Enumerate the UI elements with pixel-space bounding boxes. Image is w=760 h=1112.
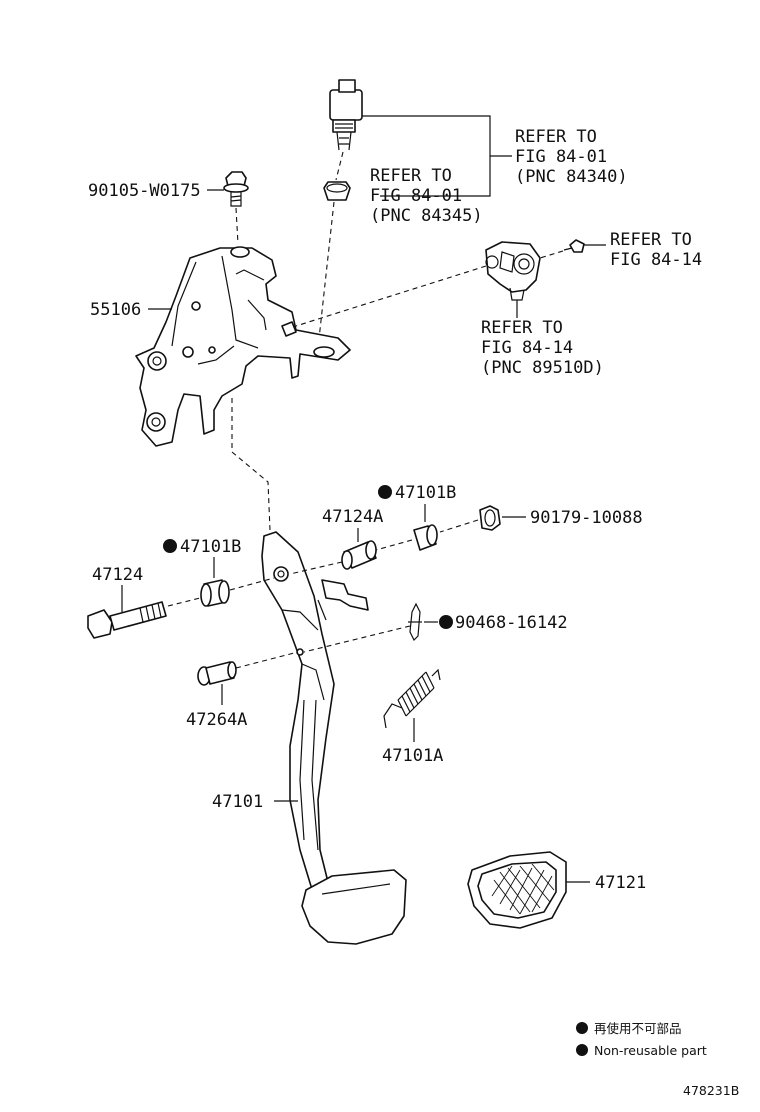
- label-47264A: 47264A: [186, 710, 247, 730]
- label-47101A: 47101A: [382, 746, 443, 766]
- non-reusable-marker: [439, 615, 453, 629]
- brake-pedal-arm: [261, 531, 369, 897]
- non-reusable-marker: [163, 539, 177, 553]
- return-spring: [383, 668, 441, 729]
- collar-47124A: [341, 540, 377, 570]
- retaining-clip: [408, 602, 422, 642]
- legend-marker-jp: [576, 1022, 588, 1034]
- label-90468-16142: 90468-16142: [455, 613, 568, 633]
- legend-marker-en: [576, 1044, 588, 1056]
- stop-lamp-switch: [329, 79, 363, 151]
- refer-8434001-line2: FIG 84-01: [515, 147, 607, 167]
- refer-8414a-line1: REFER TO: [610, 230, 692, 250]
- pedal-pad: [301, 869, 407, 945]
- refer-8434501-line3: (PNC 84345): [370, 206, 483, 226]
- label-47101B-top: 47101B: [395, 483, 456, 503]
- clevis-pin: [197, 661, 237, 686]
- label-47101B-left: 47101B: [180, 537, 241, 557]
- refer-8434001-line3: (PNC 84340): [515, 167, 628, 187]
- label-90179-10088: 90179-10088: [530, 508, 643, 528]
- refer-8414a-line2: FIG 84-14: [610, 250, 702, 270]
- bushing-47101B-top: [413, 524, 438, 551]
- label-90105-W0175: 90105-W0175: [88, 181, 201, 201]
- refer-8414b-line2: FIG 84-14: [481, 338, 573, 358]
- switch-nut: [323, 181, 351, 201]
- legend-jp: 再使用不可部品: [594, 1021, 682, 1036]
- label-47121: 47121: [595, 873, 646, 893]
- label-47101: 47101: [212, 792, 263, 812]
- nut-90179: [479, 505, 501, 531]
- refer-8434501-line2: FIG 84-01: [370, 186, 462, 206]
- stroke-sensor: [485, 241, 541, 301]
- refer-8414b-line1: REFER TO: [481, 318, 563, 338]
- label-55106: 55106: [90, 300, 141, 320]
- pedal-pad-cover: [467, 851, 567, 929]
- pedal-bracket: [135, 246, 351, 447]
- refer-8434501-line1: REFER TO: [370, 166, 452, 186]
- legend: 再使用不可部品 Non-reusable part: [576, 1021, 707, 1058]
- refer-8434001-line1: REFER TO: [515, 127, 597, 147]
- flange-bolt: [223, 171, 249, 207]
- sensor-screw: [563, 239, 585, 253]
- label-47124: 47124: [92, 565, 143, 585]
- bushing-47101B-left: [200, 579, 230, 607]
- refer-8414b-line3: (PNC 89510D): [481, 358, 604, 378]
- figure-id: 478231B: [683, 1083, 739, 1098]
- label-47124A: 47124A: [322, 507, 383, 527]
- non-reusable-marker: [378, 485, 392, 499]
- pedal-pivot-bolt: [87, 601, 167, 639]
- legend-en: Non-reusable part: [594, 1043, 707, 1058]
